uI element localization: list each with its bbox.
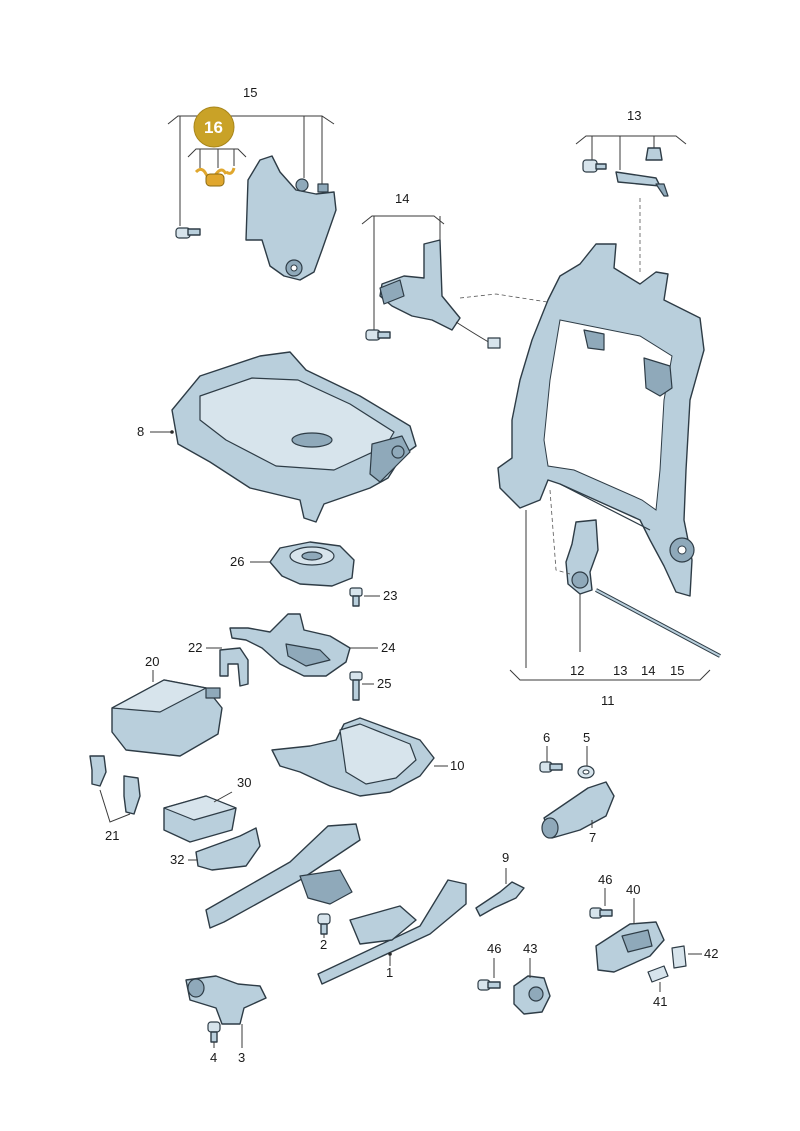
callout-label-6: 6 — [543, 730, 550, 745]
callout-21: 21 — [99, 789, 131, 843]
callout-9: 9 — [502, 850, 509, 884]
part-21-connectors[interactable] — [89, 755, 141, 815]
part-30-module[interactable] — [163, 795, 237, 843]
part-15-recliner-bracket[interactable] — [245, 155, 337, 281]
part-42-button[interactable] — [671, 945, 687, 969]
callout-label-21: 21 — [105, 828, 119, 843]
part-13-cable-sensor[interactable] — [582, 147, 669, 197]
callout-26: 26 — [230, 554, 270, 569]
callout-label-15: 15 — [243, 85, 257, 100]
callout-7: 7 — [589, 820, 596, 845]
callout-label-22: 22 — [188, 640, 202, 655]
callout-10: 10 — [434, 758, 464, 773]
callout-group-15: 15 — [167, 85, 335, 226]
part-43-switch[interactable] — [513, 975, 551, 1015]
callout-25: 25 — [362, 676, 391, 691]
callout-group-11: 12 13 14 15 11 — [509, 510, 711, 708]
callout-40: 40 — [626, 882, 640, 924]
callout-label-20: 20 — [145, 654, 159, 669]
callout-5: 5 — [583, 730, 590, 766]
callout-label-32: 32 — [170, 852, 184, 867]
callout-22: 22 — [188, 640, 222, 655]
callout-label-13-top: 13 — [627, 108, 641, 123]
callout-label-41: 41 — [653, 994, 667, 1009]
callout-label-14-top: 14 — [395, 191, 409, 206]
callout-43: 43 — [523, 941, 537, 978]
callout-label-24: 24 — [381, 640, 395, 655]
callout-8: 8 — [137, 424, 174, 439]
callout-label-16: 16 — [204, 118, 223, 137]
callout-label-23: 23 — [383, 588, 397, 603]
part-4-screw[interactable] — [207, 1021, 221, 1043]
callout-label-3: 3 — [238, 1050, 245, 1065]
callout-label-13-bottom: 13 — [613, 663, 627, 678]
part-41-button[interactable] — [647, 965, 669, 983]
callout-30: 30 — [213, 775, 251, 803]
callout-32: 32 — [170, 852, 198, 867]
part-20-control-unit[interactable] — [111, 679, 223, 757]
callout-2: 2 — [320, 934, 327, 952]
callout-41: 41 — [653, 982, 667, 1009]
callout-1: 1 — [386, 952, 393, 980]
callout-label-7: 7 — [589, 830, 596, 845]
callout-20: 20 — [145, 654, 159, 682]
callout-label-12: 12 — [570, 663, 584, 678]
part-46-screw-left[interactable] — [477, 979, 501, 991]
part-10-heating-mat[interactable] — [271, 717, 435, 797]
part-24-mounting-plate[interactable] — [229, 613, 351, 677]
part-46-screw-right[interactable] — [589, 907, 613, 919]
part-32-holder[interactable] — [195, 827, 261, 871]
callout-label-15-bottom: 15 — [670, 663, 684, 678]
part-23-screw[interactable] — [349, 587, 363, 607]
callout-label-40: 40 — [626, 882, 640, 897]
callout-label-43: 43 — [523, 941, 537, 956]
part-1-seat-rail-assembly[interactable] — [205, 823, 467, 985]
part-15-rod[interactable] — [595, 588, 721, 658]
part-14-lumbar-motor[interactable] — [365, 239, 501, 349]
callout-6: 6 — [543, 730, 550, 762]
part-9-lever[interactable] — [475, 881, 525, 917]
part-6-screw[interactable] — [539, 761, 563, 773]
callout-46-right: 46 — [598, 872, 612, 906]
part-8-seat-frame[interactable] — [171, 351, 417, 523]
part-5-nut[interactable] — [577, 765, 595, 779]
callout-label-1: 1 — [386, 965, 393, 980]
callout-3: 3 — [238, 1024, 245, 1065]
callout-label-11: 11 — [601, 693, 615, 708]
callout-label-5: 5 — [583, 730, 590, 745]
callout-label-9: 9 — [502, 850, 509, 865]
callout-label-2: 2 — [320, 937, 327, 952]
part-2-screw[interactable] — [317, 913, 331, 935]
part-11-backrest-frame[interactable] — [497, 243, 705, 597]
part-16-clip[interactable] — [194, 167, 236, 187]
callout-24: 24 — [350, 640, 395, 655]
callout-16-highlight[interactable]: 16 — [187, 106, 247, 168]
callout-label-42: 42 — [704, 946, 718, 961]
callout-label-14-bottom: 14 — [641, 663, 655, 678]
part-40-seat-switch[interactable] — [595, 921, 665, 973]
part-3-height-motor[interactable] — [185, 975, 267, 1025]
part-15-screw[interactable] — [175, 227, 201, 239]
callout-4: 4 — [210, 1042, 217, 1065]
callout-label-30: 30 — [237, 775, 251, 790]
callout-label-26: 26 — [230, 554, 244, 569]
part-22-connector[interactable] — [219, 647, 249, 687]
callout-23: 23 — [364, 588, 397, 603]
callout-label-25: 25 — [377, 676, 391, 691]
callout-label-46-left: 46 — [487, 941, 501, 956]
callout-46-left: 46 — [487, 941, 501, 978]
callout-42: 42 — [688, 946, 718, 961]
part-26-seat-fan[interactable] — [269, 541, 355, 587]
callout-label-4: 4 — [210, 1050, 217, 1065]
part-12-backrest-motor[interactable] — [565, 519, 599, 595]
part-7-actuator[interactable] — [541, 781, 615, 839]
callout-label-46-right: 46 — [598, 872, 612, 887]
part-25-bolt[interactable] — [349, 671, 363, 701]
callout-label-8: 8 — [137, 424, 144, 439]
callout-label-10: 10 — [450, 758, 464, 773]
callout-group-13: 13 — [575, 108, 687, 170]
